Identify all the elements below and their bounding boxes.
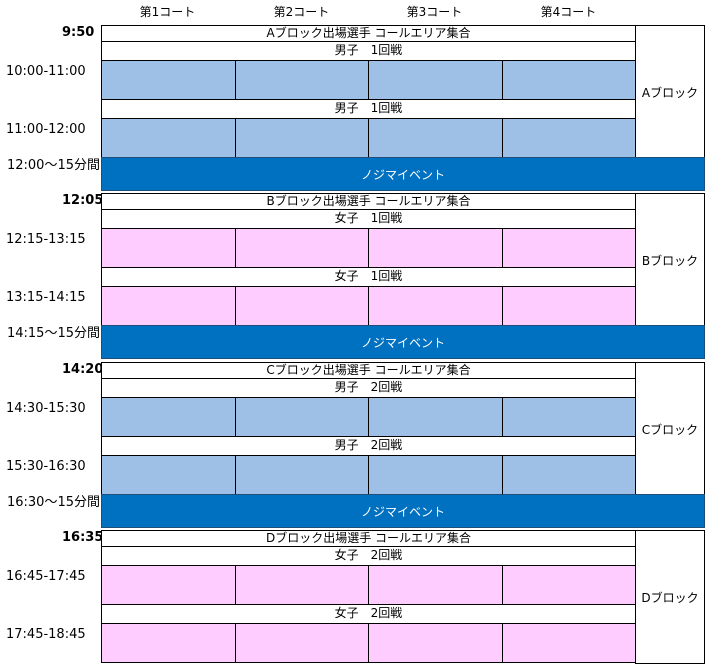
- round-time: 14:30-15:30: [6, 401, 86, 416]
- call-area-row: Cブロック出場選手 コールエリア集合: [101, 362, 636, 379]
- court-cell: [368, 455, 503, 495]
- court-cell: [235, 397, 369, 437]
- court-cell: [235, 228, 369, 268]
- court-cell: [235, 623, 369, 663]
- court-cell: [235, 565, 369, 605]
- court-cell: [502, 455, 636, 495]
- court-cell: [101, 286, 236, 326]
- round-label-row: 男子 1回戦: [101, 99, 636, 119]
- court-header-4: 第4コート: [540, 5, 597, 19]
- round-label-row: 女子 2回戦: [101, 604, 636, 624]
- round-time: 13:15-14:15: [6, 290, 86, 305]
- block-label: Aブロック: [635, 25, 705, 159]
- court-cell: [368, 397, 503, 437]
- block-label: Bブロック: [635, 193, 705, 327]
- call-time: 9:50: [62, 25, 95, 40]
- call-area-row: Bブロック出場選手 コールエリア集合: [101, 193, 636, 210]
- round-time: 10:00-11:00: [6, 64, 86, 79]
- court-cell: [502, 286, 636, 326]
- call-area-row: Aブロック出場選手 コールエリア集合: [101, 25, 636, 42]
- court-cell: [235, 118, 369, 158]
- court-cell: [368, 118, 503, 158]
- block-label: Cブロック: [635, 362, 705, 496]
- call-time: 14:20: [62, 362, 104, 377]
- court-cell: [101, 60, 236, 100]
- event-banner: ノジマイベント: [101, 494, 705, 528]
- call-area-row: Dブロック出場選手 コールエリア集合: [101, 530, 636, 547]
- call-time: 12:05: [62, 193, 104, 208]
- court-cell: [502, 565, 636, 605]
- court-cell: [101, 118, 236, 158]
- court-cell: [101, 623, 236, 663]
- event-time: 12:00～15分間: [6, 158, 100, 173]
- round-time: 16:45-17:45: [6, 569, 86, 584]
- round-label-row: 男子 2回戦: [101, 378, 636, 398]
- court-cell: [368, 60, 503, 100]
- court-cell: [502, 118, 636, 158]
- court-cell: [502, 60, 636, 100]
- event-time: 16:30～15分間: [6, 495, 100, 510]
- court-cell: [235, 60, 369, 100]
- court-cell: [368, 228, 503, 268]
- round-time: 15:30-16:30: [6, 459, 86, 474]
- court-cell: [235, 286, 369, 326]
- court-header-3: 第3コート: [406, 5, 463, 19]
- court-cell: [368, 565, 503, 605]
- round-time: 11:00-12:00: [6, 122, 86, 137]
- court-cell: [235, 455, 369, 495]
- event-time: 14:15～15分間: [6, 326, 100, 341]
- court-cell: [502, 623, 636, 663]
- round-time: 12:15-13:15: [6, 232, 86, 247]
- court-cell: [101, 228, 236, 268]
- court-cell: [502, 228, 636, 268]
- court-header-1: 第1コート: [139, 5, 196, 19]
- court-header-2: 第2コート: [273, 5, 330, 19]
- call-time: 16:35: [62, 530, 104, 545]
- court-cell: [368, 623, 503, 663]
- round-label-row: 女子 1回戦: [101, 209, 636, 229]
- round-time: 17:45-18:45: [6, 627, 86, 642]
- round-label-row: 男子 2回戦: [101, 436, 636, 456]
- event-banner: ノジマイベント: [101, 325, 705, 359]
- round-label-row: 女子 1回戦: [101, 267, 636, 287]
- round-label-row: 女子 2回戦: [101, 546, 636, 566]
- event-banner: ノジマイベント: [101, 157, 705, 191]
- court-cell: [368, 286, 503, 326]
- court-cell: [502, 397, 636, 437]
- round-label-row: 男子 1回戦: [101, 41, 636, 61]
- court-cell: [101, 565, 236, 605]
- court-cell: [101, 397, 236, 437]
- block-label: Dブロック: [635, 530, 705, 664]
- court-cell: [101, 455, 236, 495]
